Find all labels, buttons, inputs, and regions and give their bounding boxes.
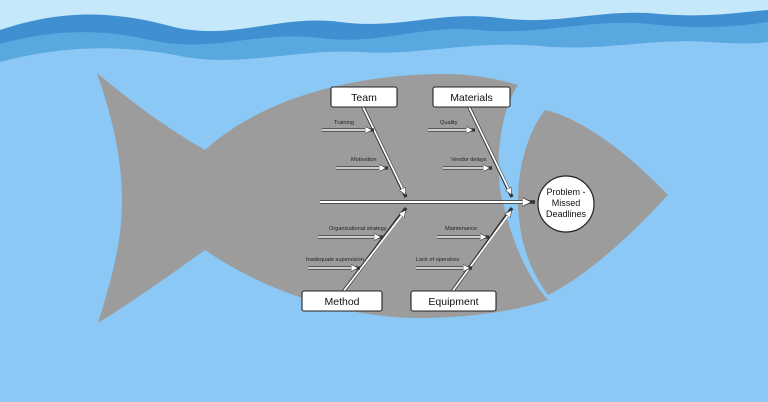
bone-method [341, 206, 408, 294]
wave-front [0, 41, 768, 90]
fish-body [97, 73, 548, 323]
cause-label-motivation: Motivation [351, 157, 377, 163]
cause-label-quality: Quality [440, 120, 458, 126]
bone-materials [467, 106, 514, 198]
cause-label-inadequate-supervision: Inadequate supervision [306, 257, 364, 263]
problem-line-2: Missed [552, 198, 581, 208]
cause-label-vendor-delays: Vendor delays [451, 157, 487, 163]
category-box-method: Method [301, 290, 383, 312]
category-label-equipment: Equipment [428, 296, 478, 308]
cause-label-training: Training [334, 120, 354, 126]
category-box-materials: Materials [432, 86, 511, 108]
category-label-materials: Materials [450, 92, 493, 104]
cause-label-maintenance: Maintenance [445, 226, 477, 232]
cause-label-organizational-strategy: Organizational strategy [329, 226, 387, 232]
bone-team [361, 106, 408, 198]
category-label-method: Method [324, 296, 359, 308]
category-label-team: Team [351, 92, 377, 104]
category-box-equipment: Equipment [410, 290, 497, 312]
cause-label-lack-of-operators: Lack of operators [416, 257, 459, 263]
category-box-team: Team [330, 86, 398, 108]
bone-equipment [450, 207, 514, 293]
problem-line-3: Deadlines [546, 209, 587, 219]
problem-node: Problem - Missed Deadlines [537, 175, 595, 233]
problem-line-1: Problem - [546, 187, 585, 197]
